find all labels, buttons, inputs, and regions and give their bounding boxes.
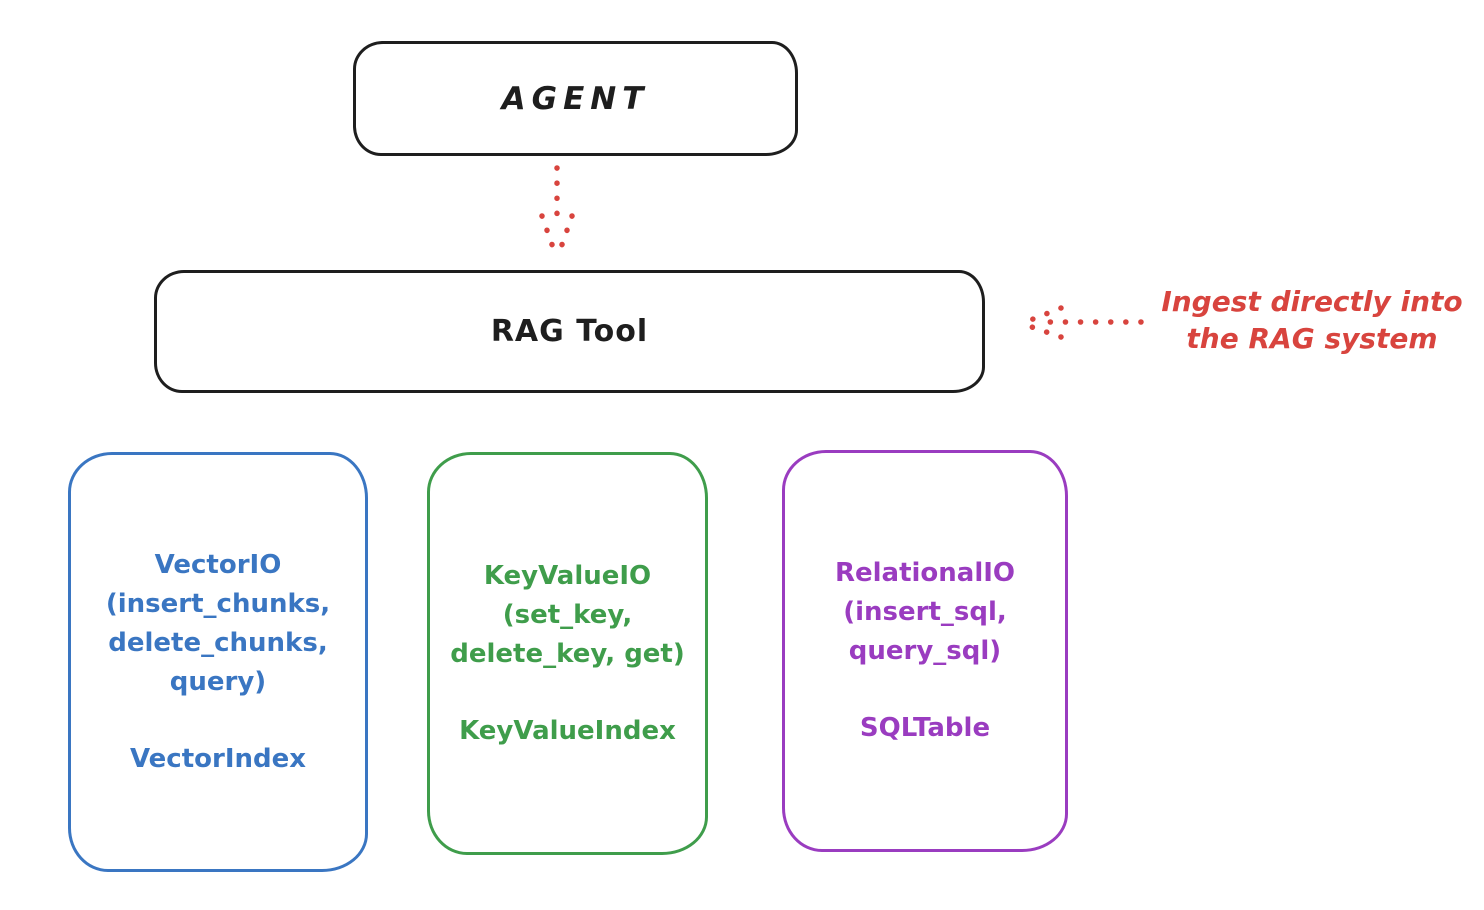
agent-node: AGENT: [353, 41, 798, 156]
ingest-annotation: Ingest directly into the RAG system: [1161, 285, 1463, 355]
rag-tool-node: RAG Tool: [154, 270, 985, 393]
keyvalue-io-title: KeyValueIO (set_key, delete_key, get): [450, 560, 685, 669]
relational-io-node: RelationalIO (insert_sql, query_sql) SQL…: [782, 450, 1068, 852]
annotation-to-rag-arrow: [1020, 305, 1144, 340]
agent-to-rag-arrow: [539, 165, 575, 259]
vector-io-node: VectorIO (insert_chunks, delete_chunks, …: [68, 452, 368, 872]
relational-io-title: RelationalIO (insert_sql, query_sql): [834, 558, 1016, 666]
vector-io-title: VectorIO (insert_chunks, delete_chunks, …: [105, 549, 331, 697]
relational-io-index-label: SQLTable: [859, 713, 991, 743]
keyvalue-io-index-label: KeyValueIndex: [459, 715, 676, 746]
agent-node-label: AGENT: [501, 80, 650, 117]
rag-tool-node-label: RAG Tool: [490, 314, 649, 349]
vector-io-index-label: VectorIndex: [129, 743, 307, 774]
keyvalue-io-node: KeyValueIO (set_key, delete_key, get) Ke…: [427, 452, 708, 855]
